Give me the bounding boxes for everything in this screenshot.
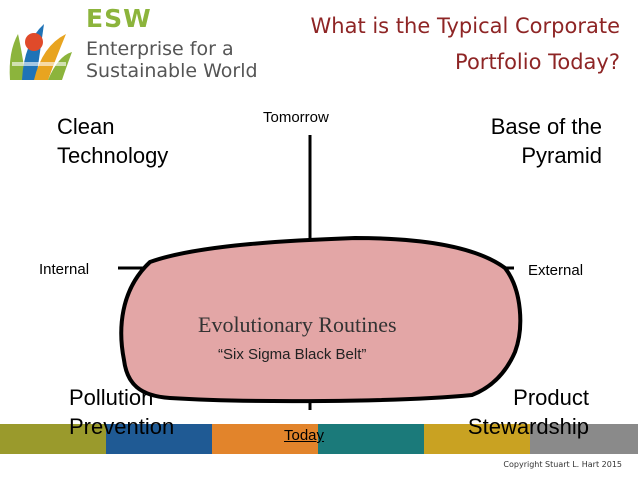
quadrant-label-line: Clean bbox=[57, 114, 115, 139]
quadrant-label-line: Prevention bbox=[69, 414, 175, 439]
esw-logo-icon bbox=[9, 24, 72, 80]
axis-label-external: External bbox=[528, 262, 584, 279]
quadrant-base-of-pyramid: Base of the Pyramid bbox=[491, 112, 602, 170]
quadrant-label-line: Stewardship bbox=[467, 414, 589, 439]
quadrant-pollution-prevention: Pollution Prevention bbox=[69, 383, 174, 441]
quadrant-product-stewardship: Product Stewardship bbox=[468, 383, 589, 441]
color-bar-segment bbox=[212, 424, 318, 454]
quadrant-label-line: Product bbox=[513, 385, 589, 410]
evolutionary-routines-blob bbox=[119, 236, 523, 404]
color-bar-segment bbox=[424, 424, 530, 454]
blob-title: Evolutionary Routines bbox=[198, 312, 397, 337]
quadrant-clean-technology: Clean Technology bbox=[57, 112, 168, 170]
logo-line-1: Enterprise for a bbox=[86, 38, 234, 60]
axis-label-internal: Internal bbox=[39, 261, 90, 278]
logo-acronym: ESW bbox=[86, 4, 152, 33]
slide-title-line-2: Portfolio Today? bbox=[455, 50, 620, 74]
logo-line-2: Sustainable World bbox=[86, 60, 258, 82]
copyright-text: Copyright Stuart L. Hart 2015 bbox=[503, 460, 622, 469]
slide-title-line-1: What is the Typical Corporate bbox=[310, 14, 621, 38]
quadrant-label-line: Pollution bbox=[69, 385, 154, 410]
axis-label-today: Today bbox=[284, 427, 325, 444]
color-bar-segment bbox=[0, 424, 106, 454]
quadrant-label-line: Base of the bbox=[490, 114, 602, 139]
axis-label-tomorrow: Tomorrow bbox=[263, 109, 329, 126]
color-bar-segment bbox=[318, 424, 424, 454]
color-bar-segment bbox=[530, 424, 638, 454]
quadrant-label-line: Technology bbox=[57, 143, 169, 168]
blob-subtitle: “Six Sigma Black Belt” bbox=[218, 346, 367, 363]
color-bar-segment bbox=[106, 424, 212, 454]
quadrant-label-line: Pyramid bbox=[521, 143, 602, 168]
